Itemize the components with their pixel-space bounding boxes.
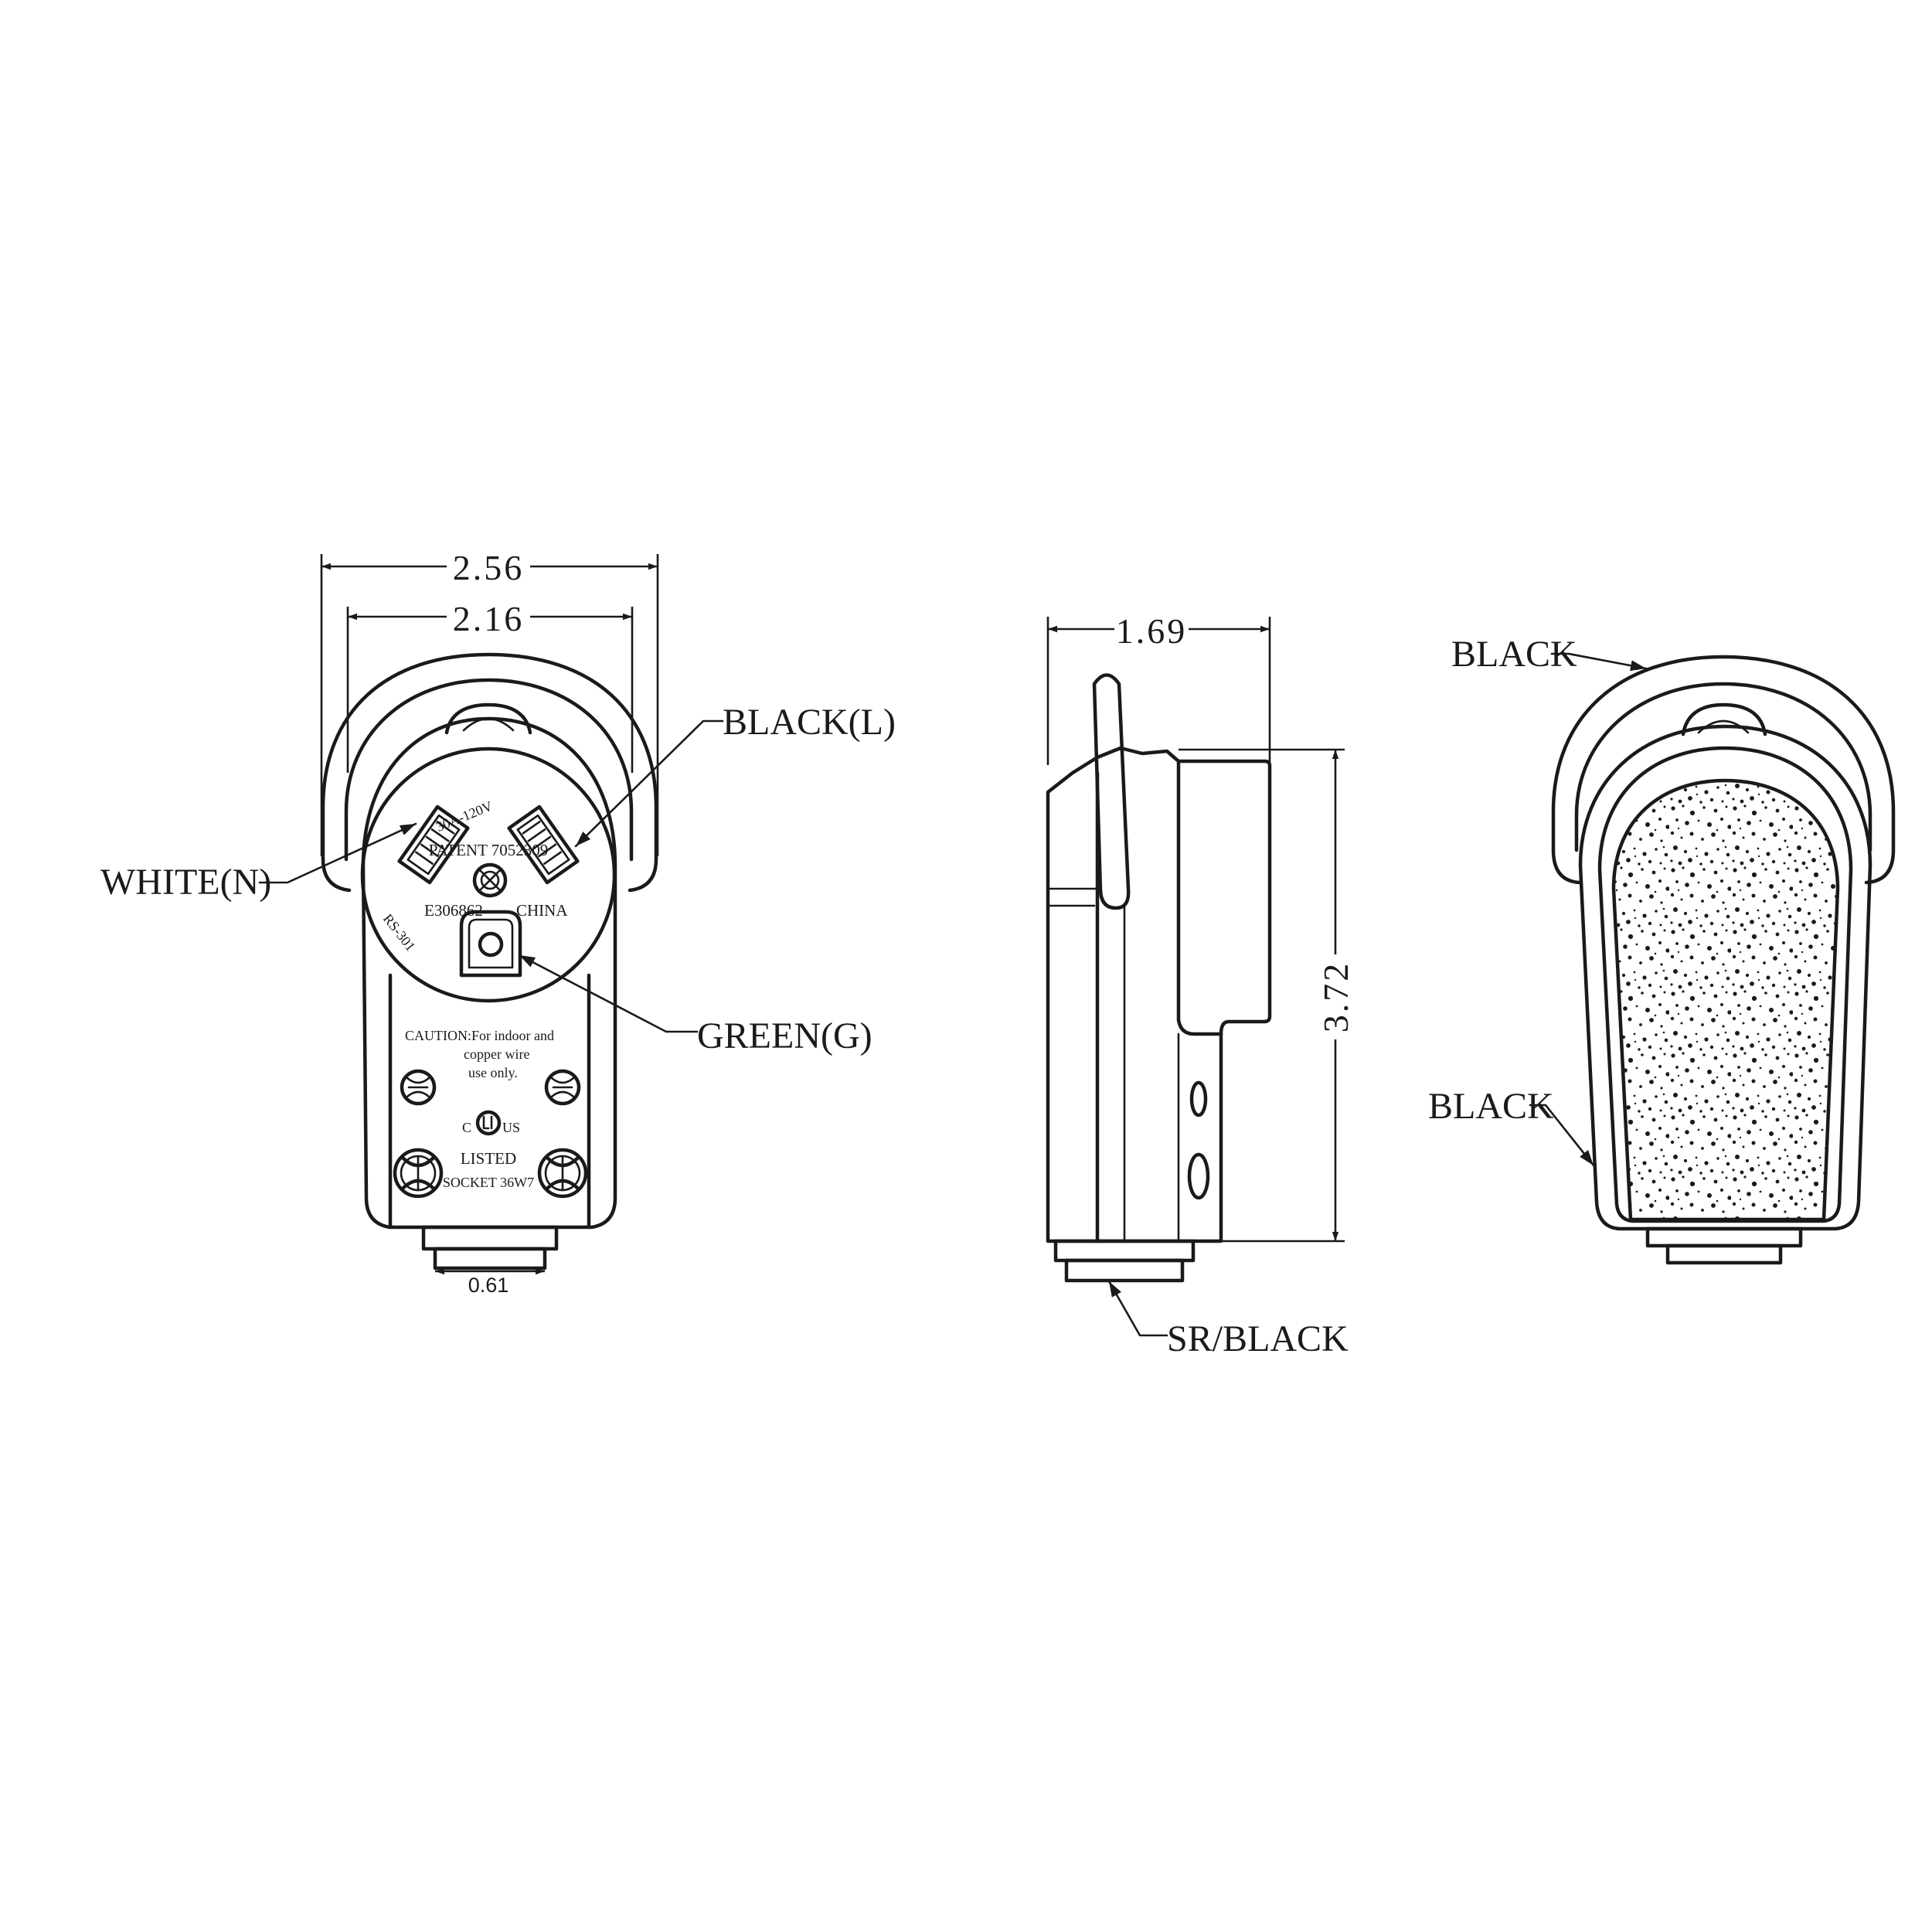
callout-green-g: GREEN(G) <box>697 1015 872 1056</box>
front-body-inner <box>388 973 591 1230</box>
ground-slot <box>459 910 522 978</box>
leader-black-l <box>574 719 724 848</box>
ul-mark-c: C <box>462 1120 471 1135</box>
handle-ridge <box>444 702 532 735</box>
back-cord-end <box>1665 1243 1783 1265</box>
front-cord-end <box>433 1247 547 1270</box>
line-slot <box>507 804 580 885</box>
dim-body-width: 2.16 <box>453 599 525 638</box>
side-body-top <box>1095 746 1181 1022</box>
dim-height: 3.72 <box>1316 961 1355 1033</box>
file-number-text: E306862 <box>424 901 483 920</box>
side-face-back <box>1176 1018 1223 1036</box>
leader-white-n <box>258 822 417 884</box>
back-view: BLACK BLACK <box>1428 634 1896 1265</box>
origin-text: CHINA <box>516 901 568 920</box>
side-screw-hole-lower <box>1187 1152 1210 1200</box>
handle-outer <box>321 652 658 893</box>
callout-black-side: BLACK <box>1428 1086 1554 1127</box>
dim-overall-width: 2.56 <box>453 548 525 587</box>
ul-listing-mark-icon: C US <box>462 1110 520 1136</box>
side-screw-hole-upper <box>1189 1080 1208 1117</box>
caution-line-2: copper wire <box>464 1046 529 1062</box>
leader-black-top <box>1550 652 1648 672</box>
listed-text: LISTED <box>461 1149 516 1168</box>
side-body-outline <box>1046 755 1223 1243</box>
handle-inner <box>344 678 634 862</box>
patent-text: PATENT 7052309 <box>429 841 549 859</box>
side-handle-strap <box>1092 673 1131 910</box>
right-upper-screw-icon <box>544 1069 581 1106</box>
leader-black-side <box>1529 1104 1595 1167</box>
back-textured-grip <box>1611 778 1840 1222</box>
neutral-slot <box>397 804 470 885</box>
side-face-plate <box>1176 759 1272 1036</box>
leader-sr-black <box>1107 1280 1168 1337</box>
socket-model-text: SOCKET 36W7 <box>443 1175 534 1190</box>
back-handle-outer-left-tail <box>1551 848 1582 885</box>
left-upper-screw-icon <box>400 1069 437 1106</box>
back-handle-ridge <box>1681 702 1767 736</box>
ul-mark-us: US <box>502 1120 520 1135</box>
front-cord-collar <box>421 1225 559 1251</box>
side-step-line <box>1046 887 1099 907</box>
back-cord-collar <box>1645 1226 1803 1248</box>
socket-face <box>360 747 617 1003</box>
back-body-outline <box>1578 724 1872 1231</box>
leader-green-g <box>518 954 699 1033</box>
side-view: 1.69 3.72 SR/BLACK <box>1046 611 1355 1359</box>
dim-cord-width: 0.61 <box>468 1274 509 1297</box>
right-lower-screw-icon <box>537 1148 588 1199</box>
center-screw-icon <box>472 862 508 898</box>
side-cord-collar <box>1053 1239 1196 1263</box>
side-cord-end <box>1064 1258 1185 1283</box>
dim-depth: 1.69 <box>1116 611 1188 651</box>
rating-text: 30A-120V <box>434 798 495 835</box>
left-lower-screw-icon <box>393 1148 444 1199</box>
callout-white-n: WHITE(N) <box>100 862 271 903</box>
caution-line-3: use only. <box>468 1065 518 1080</box>
back-handle-outer <box>1551 655 1896 885</box>
caution-line-1: CAUTION:For indoor and <box>405 1028 554 1043</box>
back-handle-inner <box>1574 682 1872 852</box>
front-view: 2.56 2.16 <box>100 548 896 1297</box>
callout-sr-black: SR/BLACK <box>1167 1318 1349 1359</box>
callout-black-l: BLACK(L) <box>723 702 896 743</box>
handle-outer-left-tail <box>321 857 352 893</box>
